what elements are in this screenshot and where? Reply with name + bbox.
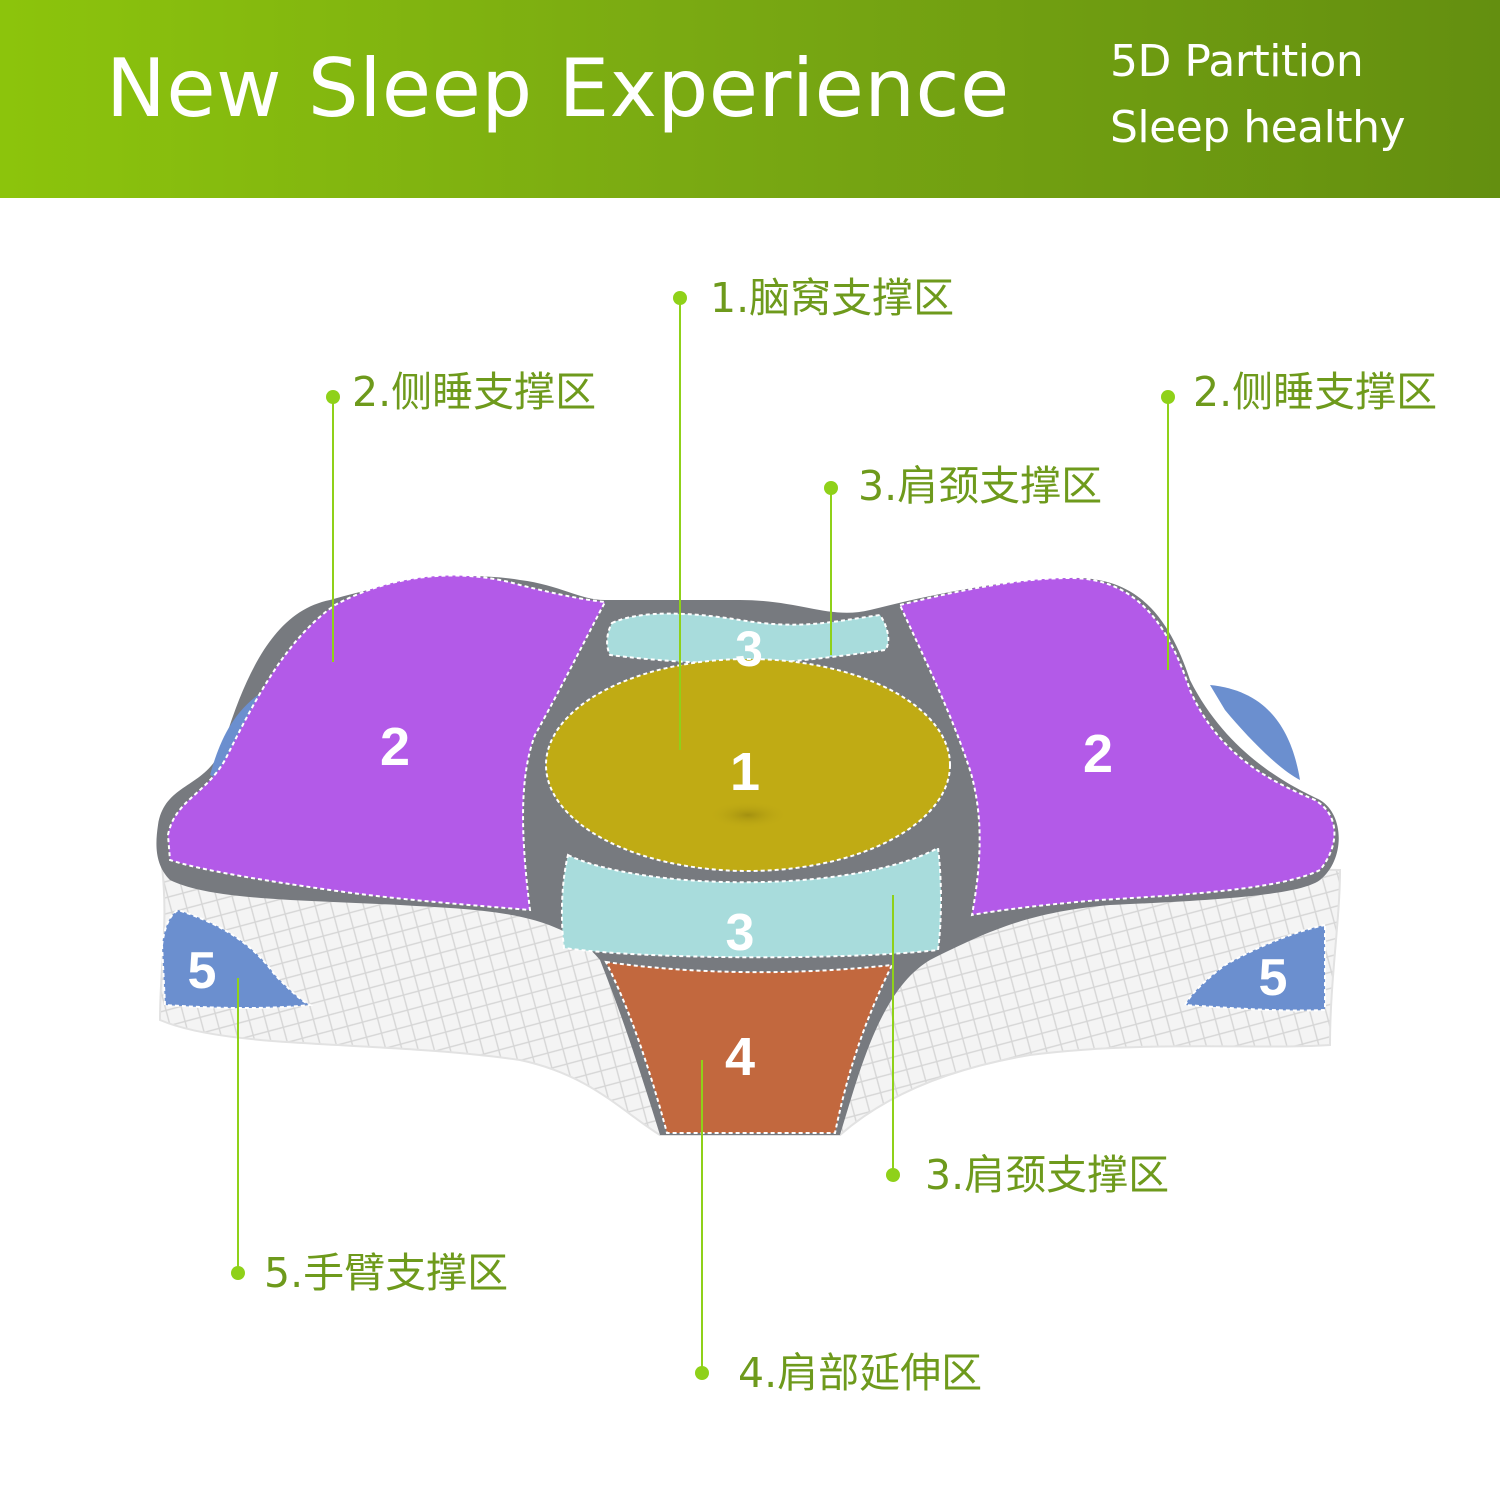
header-banner: New Sleep Experience 5D Partition Sleep …: [0, 0, 1500, 198]
callout-zone-5: 5.手臂支撑区: [264, 1249, 509, 1297]
banner-subtitle-line2: Sleep healthy: [1110, 102, 1406, 153]
leader-dot-5: [231, 1266, 245, 1280]
leader-dot-1: [673, 291, 687, 305]
zone-number-3-bottom: 3: [726, 904, 755, 962]
leader-dot-3-bottom: [886, 1168, 900, 1182]
callout-zone-2-left: 2.侧睡支撑区: [352, 368, 597, 416]
callout-zone-1: 1.脑窝支撑区: [710, 274, 955, 322]
zone-number-5-right: 5: [1259, 949, 1288, 1007]
zone-number-5-left: 5: [188, 942, 217, 1000]
zone-2-left: [166, 574, 607, 912]
leader-dot-2-left: [326, 390, 340, 404]
callout-zone-3-top: 3.肩颈支撑区: [858, 462, 1103, 510]
callout-zone-4: 4.肩部延伸区: [738, 1349, 983, 1397]
banner-title: New Sleep Experience: [106, 42, 1010, 135]
banner-subtitle-line1: 5D Partition: [1110, 36, 1364, 87]
zone-number-2-left: 2: [380, 717, 410, 777]
zone-number-1: 1: [730, 742, 760, 802]
zone-5-back-right: [1210, 685, 1300, 780]
zone-1-head-cradle: [545, 658, 951, 872]
zone-4-shoulder: [604, 960, 894, 1134]
callout-zone-2-right: 2.侧睡支撑区: [1193, 368, 1438, 416]
zone-1-dimple: [708, 801, 788, 829]
leader-dot-3-top: [824, 481, 838, 495]
leader-dot-4: [695, 1366, 709, 1380]
zone-3-bottom: [560, 846, 942, 959]
zone-5-right: [1183, 923, 1326, 1012]
zone-2-right: [898, 576, 1336, 917]
zone-3-top: [606, 612, 890, 666]
callout-zone-3-bottom: 3.肩颈支撑区: [925, 1151, 1170, 1199]
zone-number-2-right: 2: [1083, 724, 1113, 784]
leader-dot-2-right: [1161, 390, 1175, 404]
zone-number-3-top: 3: [735, 621, 763, 677]
zone-number-4: 4: [725, 1027, 755, 1087]
zone-5-left: [160, 908, 314, 1010]
